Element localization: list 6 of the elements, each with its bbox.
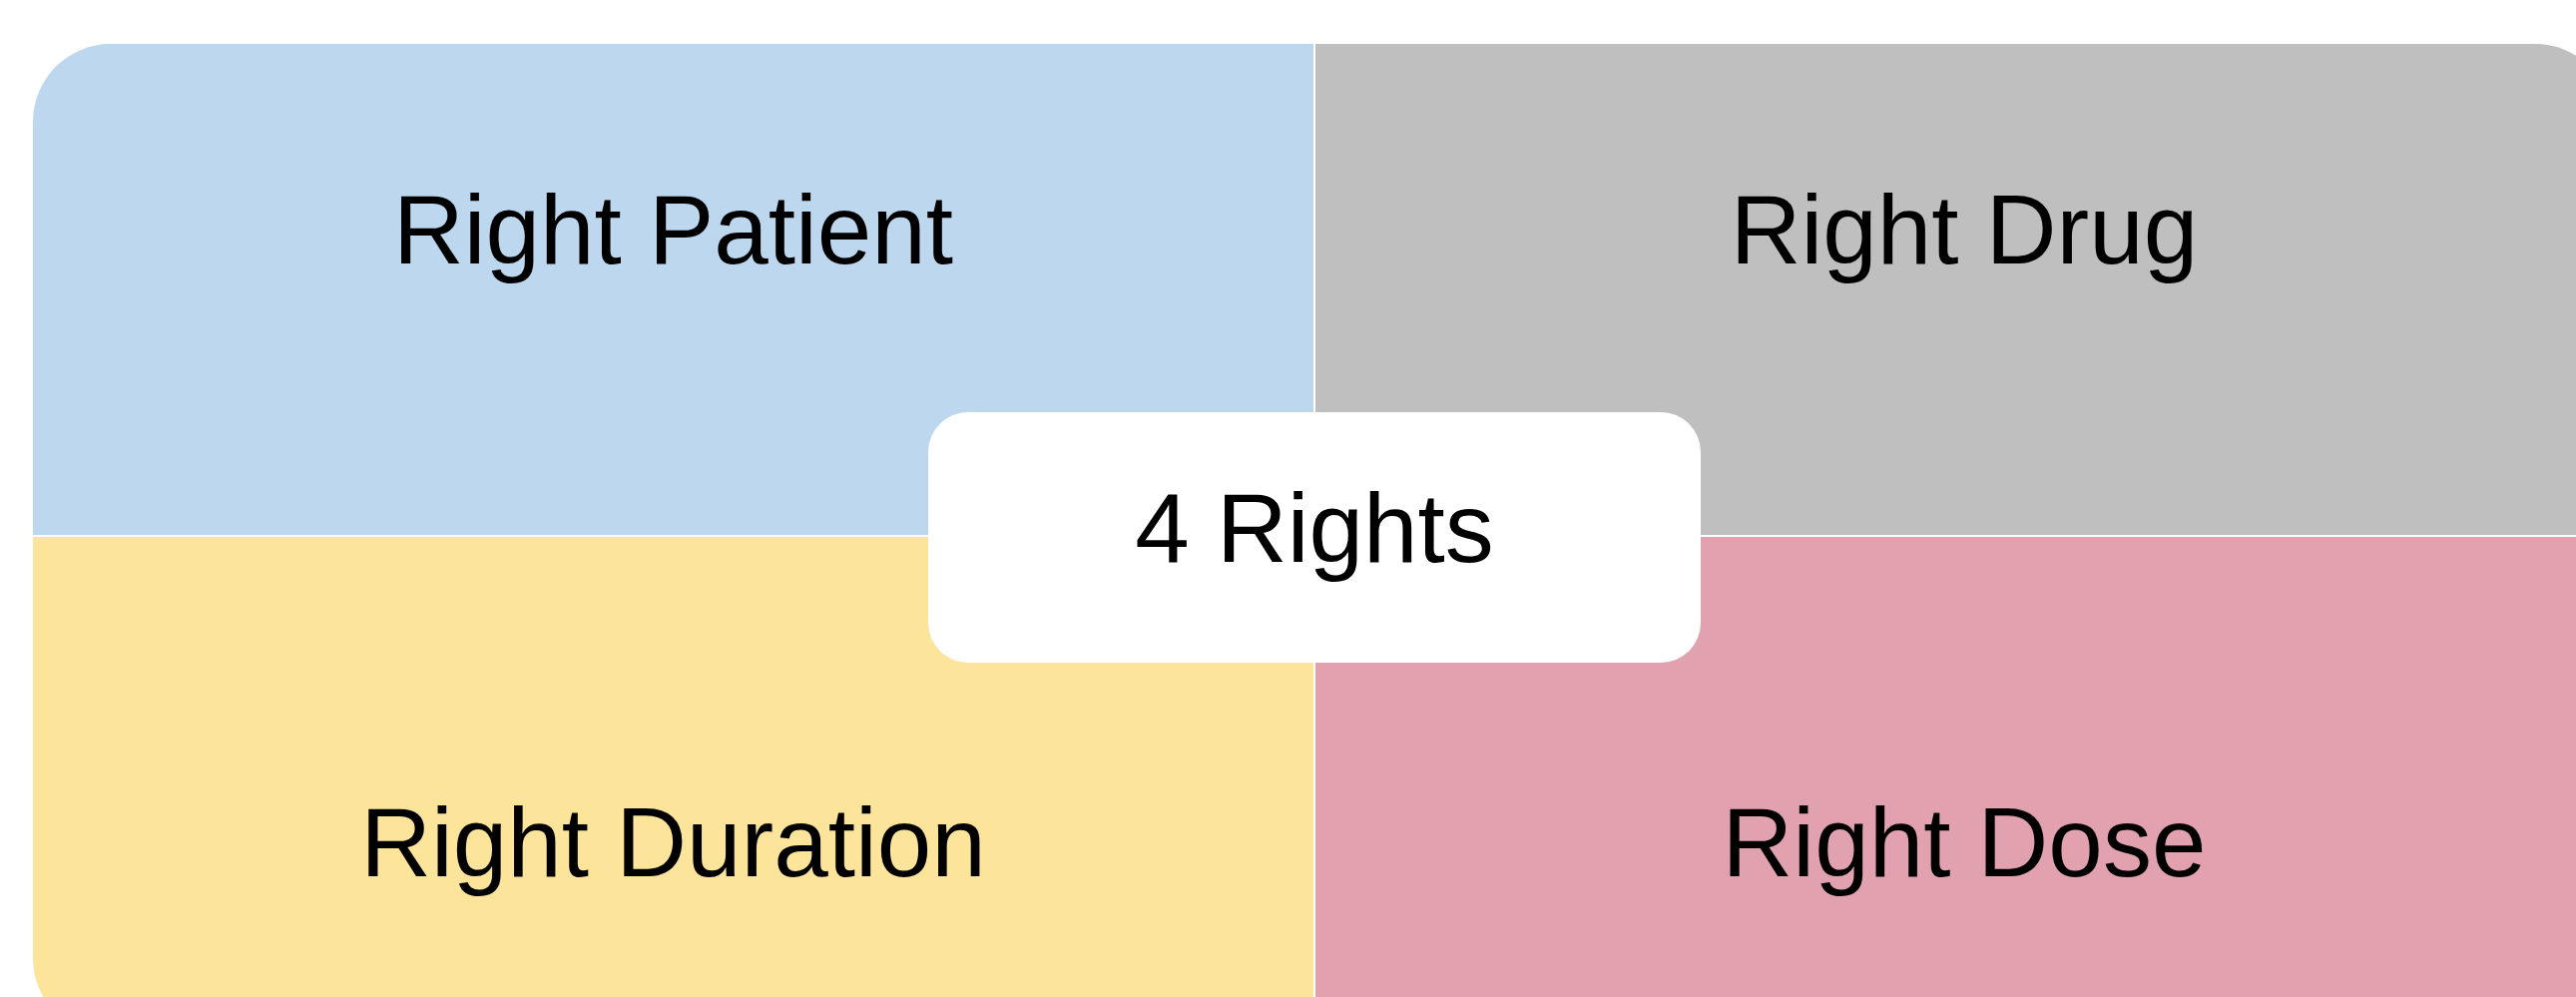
quadrant-label: Right Dose bbox=[1722, 786, 2207, 899]
quadrant-label: Right Duration bbox=[360, 786, 986, 899]
center-label: 4 Rights bbox=[1135, 472, 1494, 585]
quadrant-label: Right Drug bbox=[1730, 174, 2199, 286]
center-box bbox=[928, 412, 1701, 663]
quadrant-label: Right Patient bbox=[392, 174, 954, 286]
